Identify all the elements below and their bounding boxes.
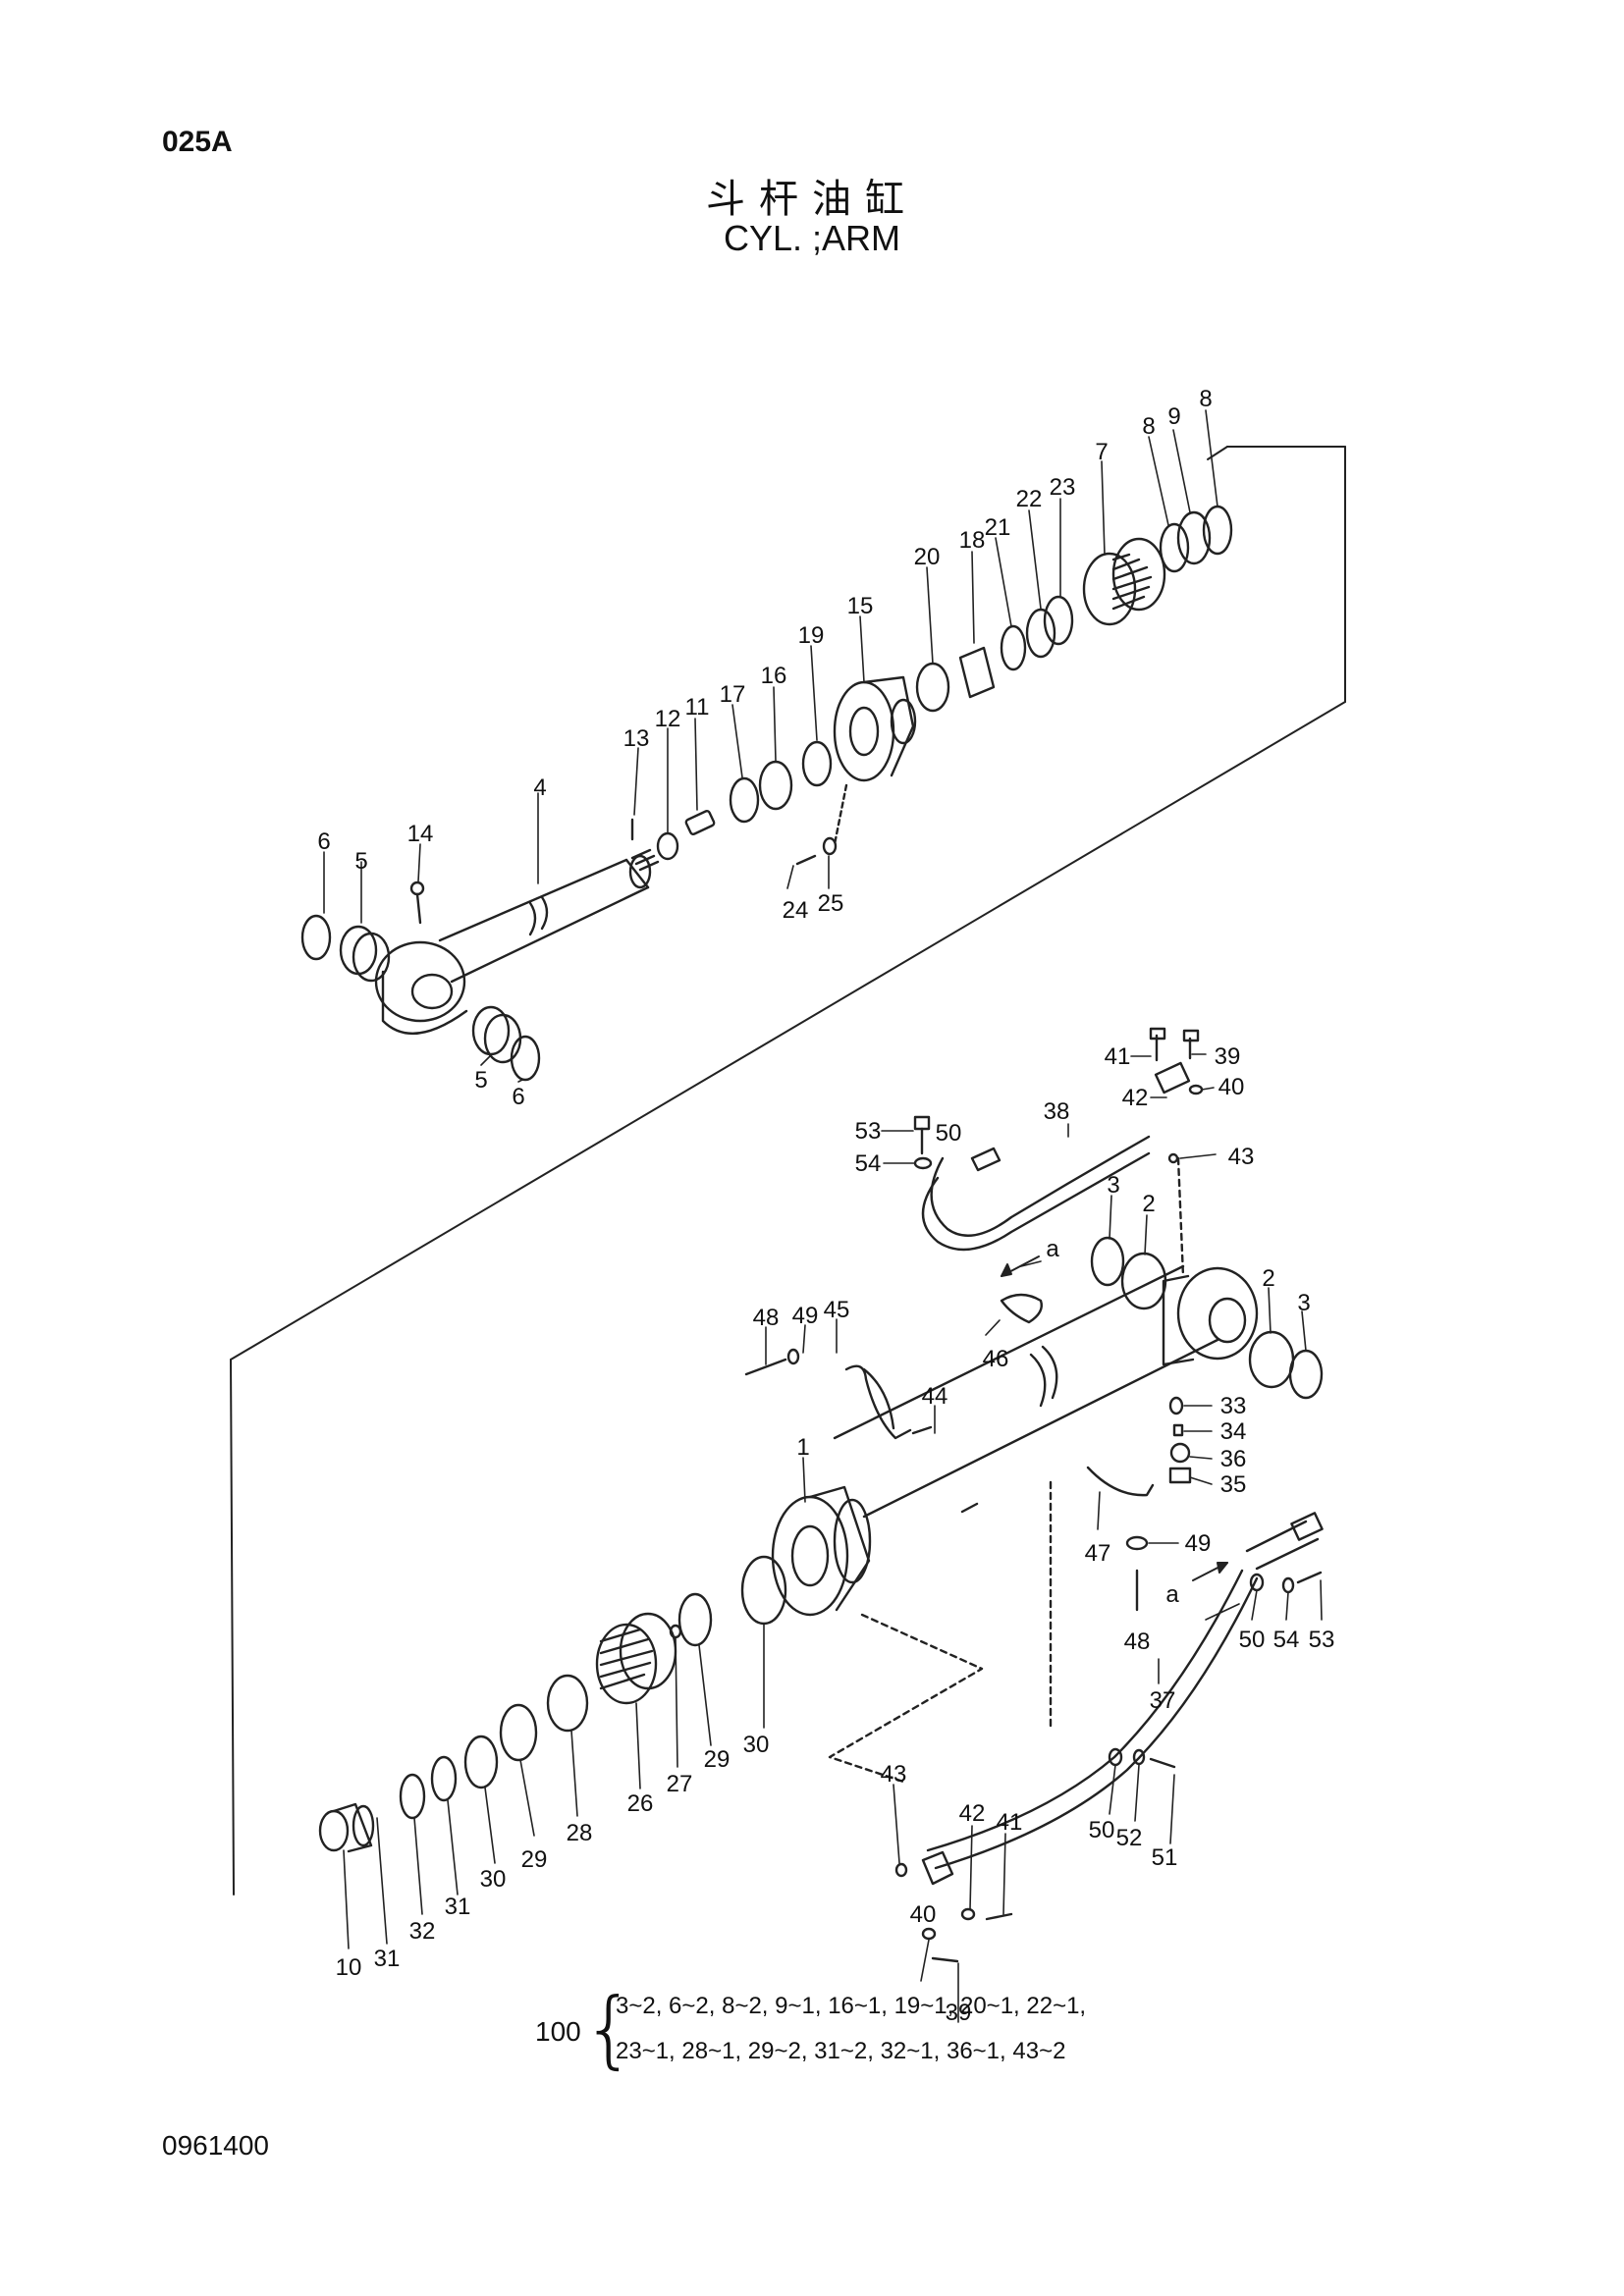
callout-label: 8 (1199, 386, 1212, 412)
callout-label: 21 (985, 514, 1011, 541)
callout-label: 28 (567, 1820, 593, 1846)
callout-label: 49 (792, 1303, 819, 1329)
callout-label: 20 (914, 544, 941, 570)
callout-label: 12 (655, 706, 681, 732)
callout-label: 17 (720, 681, 746, 708)
page-code: 025A (162, 126, 233, 158)
callout-label: 16 (761, 663, 787, 689)
callout-label: 38 (1044, 1098, 1070, 1125)
kit-contents-line-1: 3~2, 6~2, 8~2, 9~1, 16~1, 19~1, 20~1, 22… (616, 1993, 1087, 2019)
cylinder-tube-assembly (744, 1027, 1324, 1963)
title-chinese: 斗杆油缸 (706, 177, 918, 222)
callout-label: 7 (1095, 439, 1108, 465)
brace-glyph: { (582, 1980, 636, 2078)
callout-label: 42 (1122, 1085, 1149, 1111)
callout-label: 46 (983, 1346, 1009, 1372)
callout-label: 5 (474, 1067, 487, 1094)
callout-label: 25 (818, 890, 844, 917)
flow-arrows (1001, 1255, 1228, 1581)
callout-label: 35 (1220, 1471, 1247, 1498)
callout-label: 4 (533, 774, 546, 801)
repair-kit-note: 100 { 3~2, 6~2, 8~2, 9~1, 16~1, 19~1, 20… (535, 1983, 1124, 2091)
callout-label: 44 (922, 1383, 948, 1410)
piston-assembly (318, 1555, 787, 1853)
callout-label: 32 (409, 1918, 436, 1945)
kit-number: 100 (535, 2016, 581, 2047)
callout-label: 49 (1185, 1530, 1212, 1557)
callout-label: 50 (1239, 1627, 1266, 1653)
callout-label: 45 (824, 1297, 850, 1323)
callout-label: 53 (1309, 1627, 1335, 1653)
callout-label: 14 (407, 821, 434, 847)
callout-label: a (1165, 1581, 1179, 1608)
kit-contents-line-2: 23~1, 28~1, 29~2, 31~2, 32~1, 36~1, 43~2 (616, 2038, 1066, 2064)
callout-label: 19 (798, 622, 825, 649)
callout-labels: 6 5 14 4 13 12 11 17 16 19 15 20 18 21 2… (317, 386, 1334, 2026)
callout-label: 30 (480, 1866, 507, 1893)
drawing-number: 0961400 (162, 2130, 270, 2161)
callout-label: 3 (1107, 1172, 1119, 1199)
callout-label: 29 (704, 1746, 731, 1773)
callout-label: 50 (936, 1120, 962, 1147)
callout-label: 31 (374, 1946, 401, 1972)
callout-label: 10 (336, 1954, 362, 1981)
callout-label: 53 (855, 1118, 882, 1145)
callout-label: 31 (445, 1894, 471, 1920)
callout-label: 5 (354, 848, 367, 875)
callout-label: 48 (1124, 1629, 1151, 1655)
callout-label: 15 (847, 593, 874, 619)
callout-label: 39 (946, 2000, 972, 2026)
callout-label: 47 (1085, 1540, 1111, 1567)
callout-label: 18 (959, 527, 986, 554)
callout-label: 8 (1142, 413, 1155, 440)
callout-label: 43 (1228, 1144, 1255, 1170)
callout-label: 52 (1116, 1825, 1143, 1851)
callout-label: 51 (1152, 1844, 1178, 1871)
callout-label: 41 (997, 1809, 1023, 1836)
callout-label: 22 (1016, 486, 1043, 512)
callout-label: 1 (796, 1434, 809, 1461)
callout-label: 29 (521, 1846, 548, 1873)
callout-label: 3 (1297, 1290, 1310, 1316)
callout-label: 13 (623, 725, 650, 752)
callout-label: 37 (1150, 1687, 1176, 1714)
callout-label: 2 (1142, 1191, 1155, 1217)
callout-label: 24 (783, 897, 809, 924)
callout-label: 40 (1218, 1074, 1245, 1100)
callout-label: 6 (317, 828, 330, 855)
callout-label: 41 (1105, 1043, 1131, 1070)
callout-label: 30 (743, 1732, 770, 1758)
callout-label: 54 (855, 1150, 882, 1177)
callout-label: 2 (1262, 1265, 1274, 1292)
callout-label: 23 (1050, 474, 1076, 501)
callout-label: 50 (1089, 1817, 1115, 1843)
callout-label: 9 (1167, 403, 1180, 430)
callout-label: 6 (512, 1084, 524, 1110)
callout-label: 42 (959, 1800, 986, 1827)
callout-label: 40 (910, 1901, 937, 1928)
title-english: CYL. ;ARM (723, 218, 901, 258)
callout-label: 33 (1220, 1393, 1247, 1419)
callout-label: 26 (627, 1790, 654, 1817)
callout-label: 34 (1220, 1418, 1247, 1445)
callout-leaders (323, 409, 1323, 2023)
callout-label: a (1046, 1236, 1059, 1262)
callout-label: 11 (685, 694, 710, 721)
callout-label: 39 (1215, 1043, 1241, 1070)
callout-label: 54 (1273, 1627, 1300, 1653)
callout-label: 36 (1220, 1446, 1247, 1472)
piston-rod-assembly (300, 505, 1233, 1082)
callout-label: 27 (667, 1771, 693, 1797)
callout-label: 48 (753, 1305, 780, 1331)
callout-label: 43 (881, 1761, 907, 1788)
